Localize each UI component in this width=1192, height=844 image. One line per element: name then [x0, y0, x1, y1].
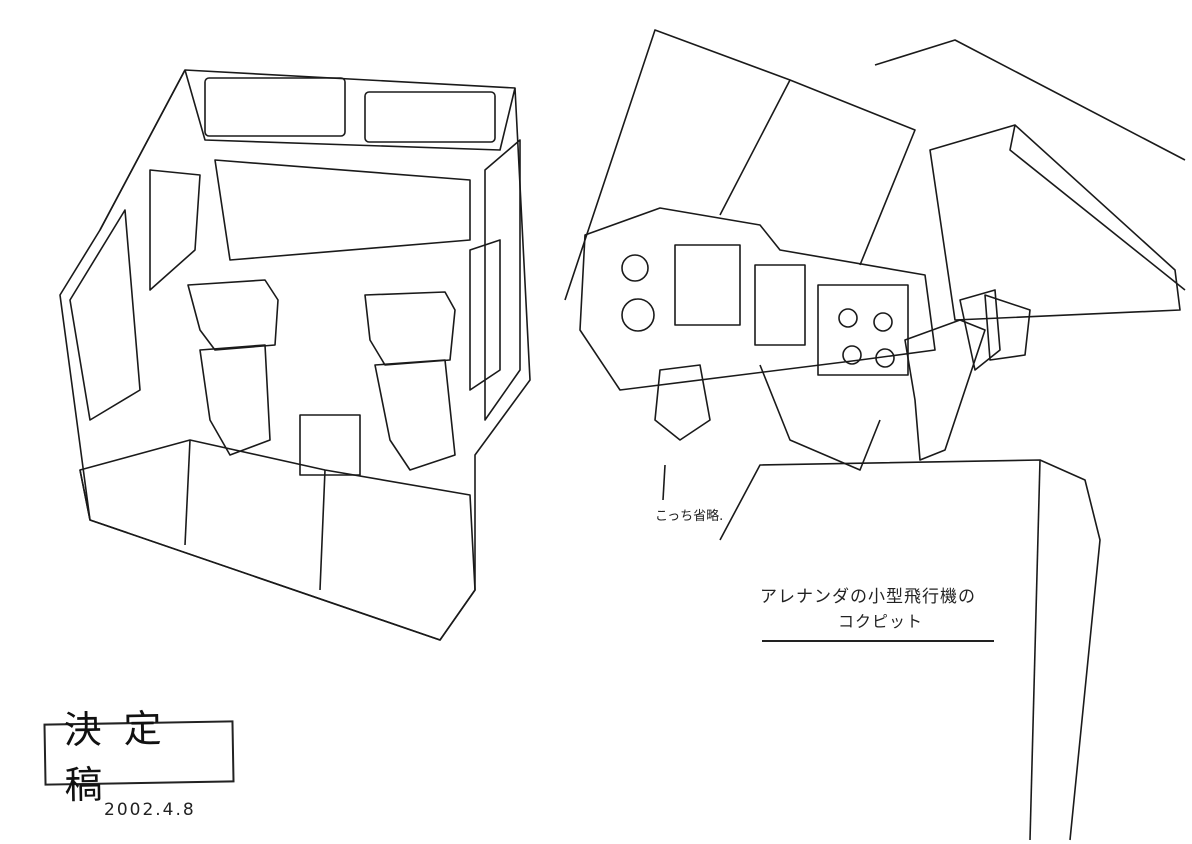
stamp-date: 2002.4.8: [104, 800, 196, 820]
approval-stamp: 決定稿: [43, 706, 235, 807]
title-underline: [762, 640, 994, 642]
sheet-title-line1: アレナンダの小型飛行機の: [760, 587, 976, 607]
omitted-note: こっち省略.: [655, 509, 724, 524]
cockpit-dashboard-drawing: [564, 29, 1186, 841]
cockpit-cabin-drawing: [59, 69, 531, 641]
sheet-title-line2: コクピット: [838, 612, 924, 631]
